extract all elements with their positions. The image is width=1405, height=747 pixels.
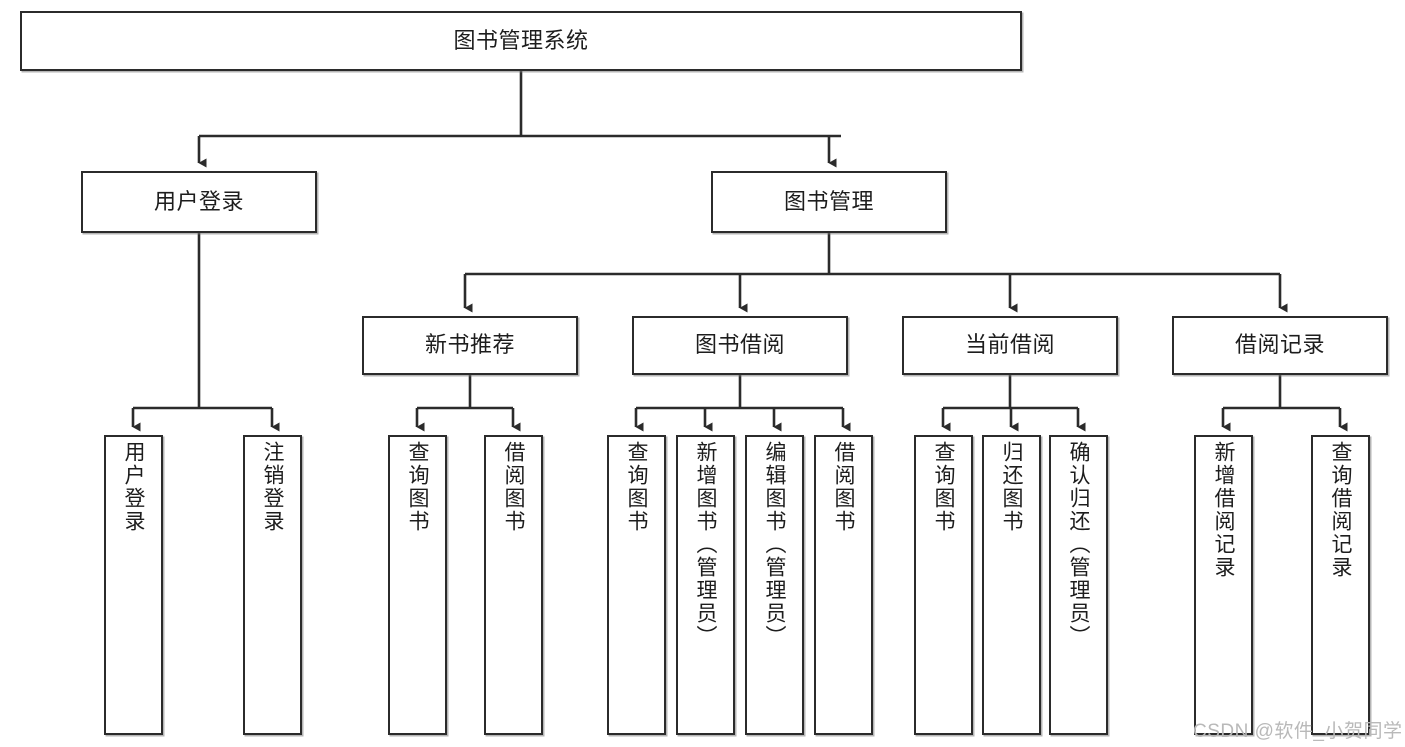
node-label: 新书推荐 — [424, 332, 515, 358]
node-user-login[interactable]: 用户登录 — [81, 171, 317, 233]
node-book-manage[interactable]: 图书管理 — [711, 171, 947, 233]
node-label: 注销登录 — [261, 441, 285, 533]
node-label: 图书管理 — [783, 188, 874, 214]
node-leaf-edit-book[interactable]: 编辑图书（管理员） — [745, 435, 804, 735]
node-leaf-query-book-3[interactable]: 查询图书 — [914, 435, 973, 735]
node-label: 借阅图书 — [502, 441, 526, 533]
node-leaf-add-record[interactable]: 新增借阅记录 — [1194, 435, 1253, 735]
node-label: 查询图书 — [406, 441, 430, 533]
node-leaf-borrow-book-1[interactable]: 借阅图书 — [484, 435, 543, 735]
node-label: 归还图书 — [1000, 441, 1024, 533]
node-label: 确认归还（管理员） — [1067, 441, 1091, 648]
node-label: 编辑图书（管理员） — [763, 441, 787, 648]
node-leaf-add-book[interactable]: 新增图书（管理员） — [676, 435, 735, 735]
node-leaf-query-book-2[interactable]: 查询图书 — [607, 435, 666, 735]
node-borrow-record[interactable]: 借阅记录 — [1172, 316, 1388, 375]
node-label: 用户登录 — [122, 441, 146, 533]
node-label: 当前借阅 — [964, 332, 1055, 358]
node-leaf-query-record[interactable]: 查询借阅记录 — [1311, 435, 1370, 735]
node-new-book-recommend[interactable]: 新书推荐 — [362, 316, 578, 375]
node-label: 查询图书 — [932, 441, 956, 533]
node-label: 用户登录 — [153, 188, 244, 214]
node-leaf-return-book[interactable]: 归还图书 — [982, 435, 1041, 735]
node-label: 借阅图书 — [832, 441, 856, 533]
node-label: 查询图书 — [625, 441, 649, 533]
node-label: 新增图书（管理员） — [694, 441, 718, 648]
node-label: 新增借阅记录 — [1212, 441, 1236, 579]
node-leaf-user-logout[interactable]: 注销登录 — [243, 435, 302, 735]
node-current-borrow[interactable]: 当前借阅 — [902, 316, 1118, 375]
node-label: 借阅记录 — [1234, 332, 1325, 358]
node-leaf-query-book-1[interactable]: 查询图书 — [388, 435, 447, 735]
node-root-system[interactable]: 图书管理系统 — [20, 11, 1022, 71]
node-label: 图书借阅 — [694, 332, 785, 358]
node-leaf-confirm-return[interactable]: 确认归还（管理员） — [1049, 435, 1108, 735]
node-label: 图书管理系统 — [453, 27, 589, 53]
node-leaf-borrow-book-2[interactable]: 借阅图书 — [814, 435, 873, 735]
node-leaf-user-login[interactable]: 用户登录 — [104, 435, 163, 735]
node-label: 查询借阅记录 — [1329, 441, 1353, 579]
node-book-borrow[interactable]: 图书借阅 — [632, 316, 848, 375]
